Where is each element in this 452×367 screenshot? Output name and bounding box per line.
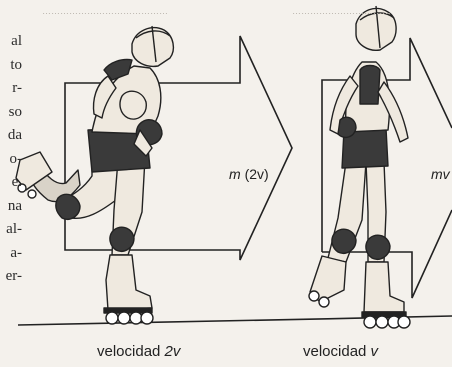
text-line: a- bbox=[0, 242, 22, 266]
caption-right: velocidad v bbox=[303, 343, 378, 360]
caption-text: velocidad bbox=[303, 343, 371, 360]
skater-right bbox=[309, 6, 410, 328]
text-line: r- bbox=[0, 77, 22, 101]
cropped-body-text: al to r- so da o- e. na al- a- er- bbox=[0, 30, 22, 289]
momentum-value: (2v) bbox=[245, 166, 269, 182]
momentum-symbol: mv bbox=[431, 166, 450, 182]
caption-variable: v bbox=[371, 343, 379, 360]
text-line: to bbox=[0, 54, 22, 78]
text-line: er- bbox=[0, 265, 22, 289]
caption-left: velocidad 2v bbox=[97, 343, 180, 360]
momentum-symbol: m bbox=[229, 166, 241, 182]
text-line: da bbox=[0, 124, 22, 148]
text-line: al bbox=[0, 30, 22, 54]
faded-header-text-right: …………………………… bbox=[292, 6, 442, 16]
text-line: al- bbox=[0, 218, 22, 242]
skater-left bbox=[16, 26, 173, 324]
text-line: o- bbox=[0, 148, 22, 172]
faded-header-text-left: …………………………………… bbox=[42, 6, 192, 16]
momentum-label-left: m (2v) bbox=[229, 166, 269, 182]
text-line: so bbox=[0, 101, 22, 125]
caption-text: velocidad bbox=[97, 343, 165, 360]
momentum-label-right: mv bbox=[431, 166, 450, 182]
text-line: na bbox=[0, 195, 22, 219]
text-line: e. bbox=[0, 171, 22, 195]
caption-variable: 2v bbox=[165, 343, 181, 360]
